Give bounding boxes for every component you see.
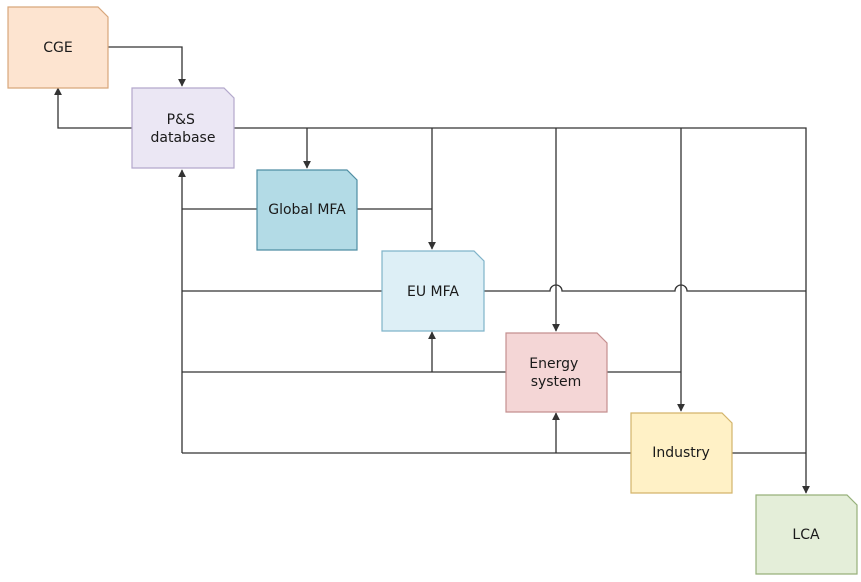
node-industry-label: Industry bbox=[652, 445, 710, 461]
node-energy-label: Energy system bbox=[529, 356, 582, 390]
node-cge-shape bbox=[7, 6, 109, 89]
node-industry: Industry bbox=[630, 412, 733, 494]
node-lca-label: LCA bbox=[792, 527, 820, 543]
node-lca: LCA bbox=[755, 494, 858, 575]
node-global-mfa: Global MFA bbox=[256, 169, 358, 251]
node-eu-mfa-label: EU MFA bbox=[407, 284, 459, 300]
node-eu-mfa-shape bbox=[381, 250, 485, 332]
node-ps-database: P&S database bbox=[131, 87, 235, 169]
node-industry-shape bbox=[630, 412, 733, 494]
node-cge: CGE bbox=[7, 6, 109, 89]
node-energy-shape bbox=[505, 332, 608, 413]
node-energy-system: Energy system bbox=[505, 332, 608, 413]
node-ps-shape bbox=[131, 87, 235, 169]
node-ps-label: P&S database bbox=[151, 112, 216, 146]
node-cge-label: CGE bbox=[43, 40, 72, 56]
edge-eu-mfa-to-lca bbox=[484, 284, 806, 292]
edge-ps-to-cge bbox=[54, 87, 132, 129]
node-eu-mfa: EU MFA bbox=[381, 250, 485, 332]
edge-cge-to-ps bbox=[108, 46, 186, 87]
node-global-mfa-shape bbox=[256, 169, 358, 251]
edges bbox=[54, 46, 810, 494]
node-lca-shape bbox=[755, 494, 858, 575]
edge-ps-to-lca bbox=[234, 127, 810, 494]
node-global-mfa-label: Global MFA bbox=[268, 202, 346, 218]
